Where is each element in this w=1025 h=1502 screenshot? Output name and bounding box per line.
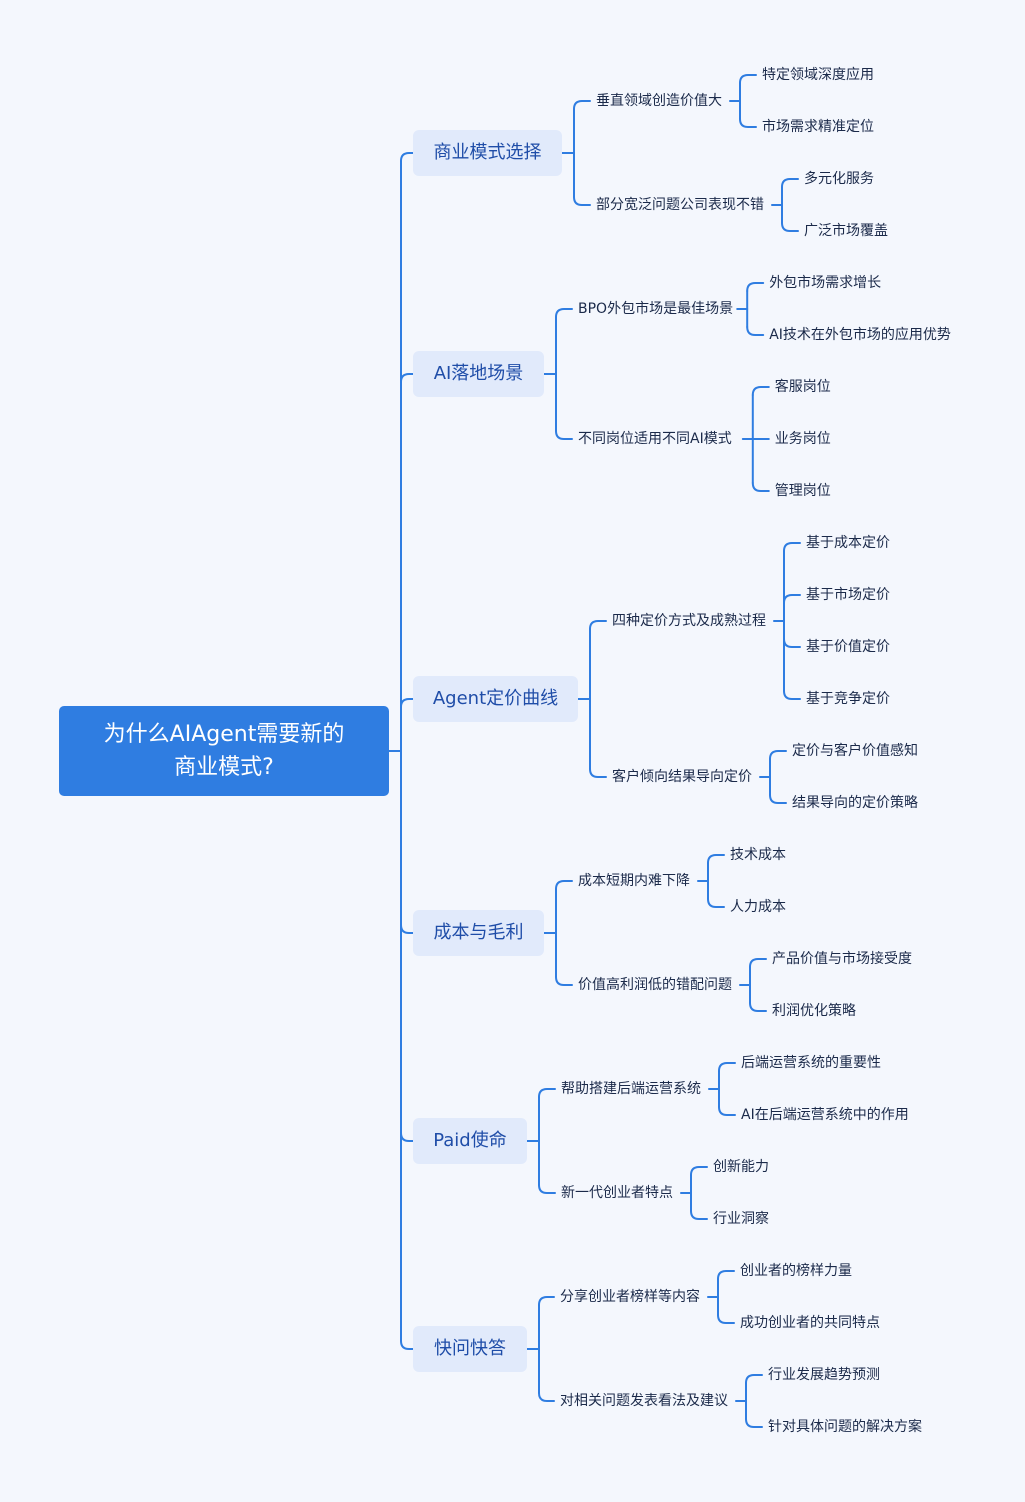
root-topic[interactable]: 为什么AIAgent需要新的 商业模式? xyxy=(59,706,389,796)
leaf-2-2-1[interactable]: 客服岗位 xyxy=(774,379,831,395)
root-line-2: 商业模式? xyxy=(174,755,274,780)
leaf-3-1-1[interactable]: 基于成本定价 xyxy=(806,535,890,551)
leaf-5-2-2[interactable]: 行业洞察 xyxy=(713,1211,769,1227)
subtopic-3-1[interactable]: 四种定价方式及成熟过程 xyxy=(612,613,766,629)
leaf-3-1-4[interactable]: 基于竞争定价 xyxy=(806,691,890,707)
leaf-5-1-2[interactable]: AI在后端运营系统中的作用 xyxy=(741,1107,909,1123)
subtopic-3-2[interactable]: 客户倾向结果导向定价 xyxy=(612,769,752,785)
leaf-2-1-2[interactable]: AI技术在外包市场的应用优势 xyxy=(769,327,951,343)
leaf-2-2-3[interactable]: 管理岗位 xyxy=(774,483,831,499)
topic-4[interactable]: 成本与毛利 xyxy=(413,910,544,956)
leaf-6-1-1[interactable]: 创业者的榜样力量 xyxy=(740,1263,852,1279)
subtopic-6-2[interactable]: 对相关问题发表看法及建议 xyxy=(560,1393,728,1409)
subtopic-4-2[interactable]: 价值高利润低的错配问题 xyxy=(578,977,732,993)
topic-3[interactable]: Agent定价曲线 xyxy=(413,676,578,722)
leaf-1-2-1[interactable]: 多元化服务 xyxy=(804,171,874,187)
leaf-4-2-1[interactable]: 产品价值与市场接受度 xyxy=(772,951,912,967)
leaf-2-2-2[interactable]: 业务岗位 xyxy=(774,431,831,447)
leaf-1-1-1[interactable]: 特定领域深度应用 xyxy=(762,67,874,83)
leaf-3-1-2[interactable]: 基于市场定价 xyxy=(806,587,890,603)
leaf-3-2-1[interactable]: 定价与客户价值感知 xyxy=(792,743,918,759)
subtopic-2-2[interactable]: 不同岗位适用不同AI模式 xyxy=(578,431,732,447)
leaf-6-2-1[interactable]: 行业发展趋势预测 xyxy=(768,1367,880,1383)
leaf-2-1-1[interactable]: 外包市场需求增长 xyxy=(769,275,882,291)
subtopic-5-2[interactable]: 新一代创业者特点 xyxy=(561,1185,673,1201)
topic-6[interactable]: 快问快答 xyxy=(413,1326,527,1372)
subtopic-6-1[interactable]: 分享创业者榜样等内容 xyxy=(560,1289,700,1305)
leaf-4-2-2[interactable]: 利润优化策略 xyxy=(772,1003,856,1019)
leaf-4-1-2[interactable]: 人力成本 xyxy=(730,899,786,915)
leaf-5-1-1[interactable]: 后端运营系统的重要性 xyxy=(741,1055,881,1071)
subtopic-1-1[interactable]: 垂直领域创造价值大 xyxy=(596,93,722,109)
topic-2[interactable]: AI落地场景 xyxy=(413,351,544,397)
subtopic-5-1[interactable]: 帮助搭建后端运营系统 xyxy=(561,1081,701,1097)
subtopic-2-1[interactable]: BPO外包市场是最佳场景 xyxy=(578,301,734,317)
leaf-1-1-2[interactable]: 市场需求精准定位 xyxy=(762,119,874,135)
root-topic-text: 为什么AIAgent需要新的 商业模式? xyxy=(104,718,345,784)
leaf-1-2-2[interactable]: 广泛市场覆盖 xyxy=(804,223,888,239)
leaf-3-2-2[interactable]: 结果导向的定价策略 xyxy=(792,795,918,811)
leaf-3-1-3[interactable]: 基于价值定价 xyxy=(806,639,890,655)
leaf-6-1-2[interactable]: 成功创业者的共同特点 xyxy=(740,1315,880,1331)
leaf-4-1-1[interactable]: 技术成本 xyxy=(730,847,786,863)
subtopic-4-1[interactable]: 成本短期内难下降 xyxy=(578,873,690,889)
subtopic-1-2[interactable]: 部分宽泛问题公司表现不错 xyxy=(596,197,764,213)
topic-1[interactable]: 商业模式选择 xyxy=(413,130,562,176)
root-line-1: 为什么AIAgent需要新的 xyxy=(103,722,345,747)
leaf-5-2-1[interactable]: 创新能力 xyxy=(713,1159,769,1175)
leaf-6-2-2[interactable]: 针对具体问题的解决方案 xyxy=(768,1419,922,1435)
topic-5[interactable]: Paid使命 xyxy=(413,1118,527,1164)
